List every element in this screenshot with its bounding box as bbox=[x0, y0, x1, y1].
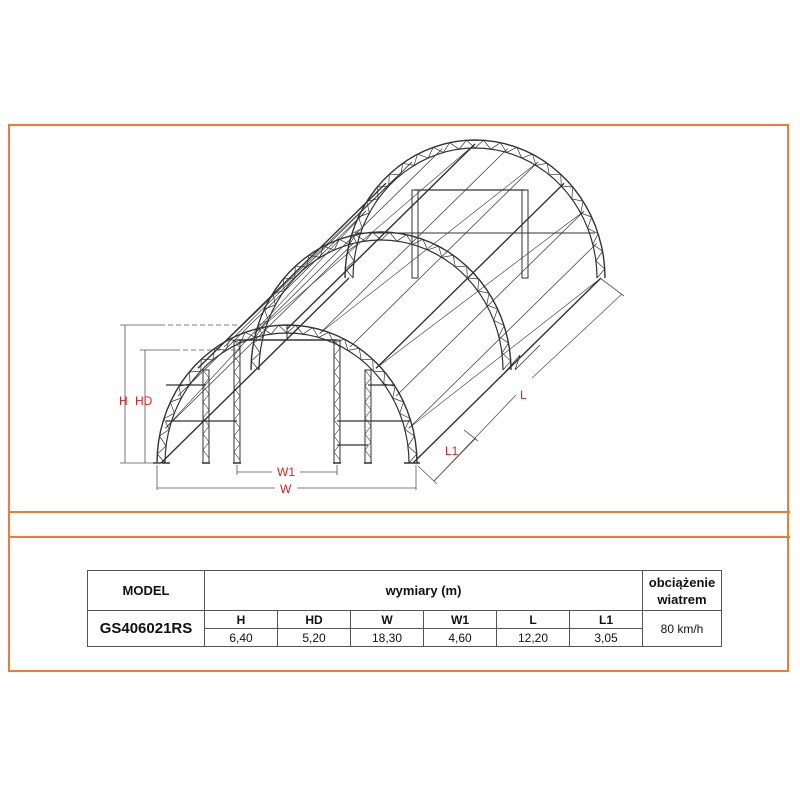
value-w1: 4,60 bbox=[423, 628, 497, 647]
purlin bbox=[160, 277, 350, 464]
purlin bbox=[197, 182, 387, 369]
model-header: MODEL bbox=[87, 570, 205, 611]
purlin bbox=[395, 210, 585, 397]
wind-load-value: 80 km/h bbox=[642, 610, 722, 647]
purlin bbox=[349, 161, 539, 348]
dimensions-header: wymiary (m) bbox=[204, 570, 643, 611]
purlin bbox=[177, 210, 367, 397]
label-l1: L1 bbox=[445, 444, 459, 458]
purlin bbox=[254, 148, 443, 334]
purlin bbox=[223, 161, 413, 348]
label-w1: W1 bbox=[277, 465, 295, 479]
purlin bbox=[408, 243, 597, 429]
wind-load-header: obciążenie wiatrem bbox=[642, 570, 722, 611]
col-w1: W1 bbox=[423, 610, 497, 629]
middle-arch bbox=[250, 231, 512, 371]
col-l1: L1 bbox=[569, 610, 643, 629]
label-l: L bbox=[520, 388, 527, 402]
divider bbox=[8, 511, 790, 513]
value-l1: 3,05 bbox=[569, 628, 643, 647]
front-arch bbox=[156, 324, 418, 464]
value-l: 12,20 bbox=[496, 628, 570, 647]
col-hd: HD bbox=[277, 610, 351, 629]
label-hd: HD bbox=[135, 394, 153, 408]
col-h: H bbox=[204, 610, 278, 629]
label-h: H bbox=[119, 394, 128, 408]
purlin bbox=[375, 182, 565, 369]
col-w: W bbox=[350, 610, 424, 629]
col-l: L bbox=[496, 610, 570, 629]
back-arch bbox=[344, 139, 606, 279]
purlin bbox=[286, 143, 476, 330]
end-wall-column bbox=[233, 339, 241, 464]
value-w: 18,30 bbox=[350, 628, 424, 647]
label-w: W bbox=[280, 482, 292, 496]
value-h: 6,40 bbox=[204, 628, 278, 647]
back-wall-column bbox=[521, 189, 529, 279]
divider bbox=[8, 536, 790, 538]
value-hd: 5,20 bbox=[277, 628, 351, 647]
purlin bbox=[319, 148, 508, 334]
model-value: GS406021RS bbox=[87, 610, 205, 647]
dim-l1-line bbox=[433, 437, 477, 482]
spec-table: MODEL wymiary (m) obciążenie wiatrem GS4… bbox=[87, 570, 722, 647]
spec-frame bbox=[8, 124, 789, 672]
